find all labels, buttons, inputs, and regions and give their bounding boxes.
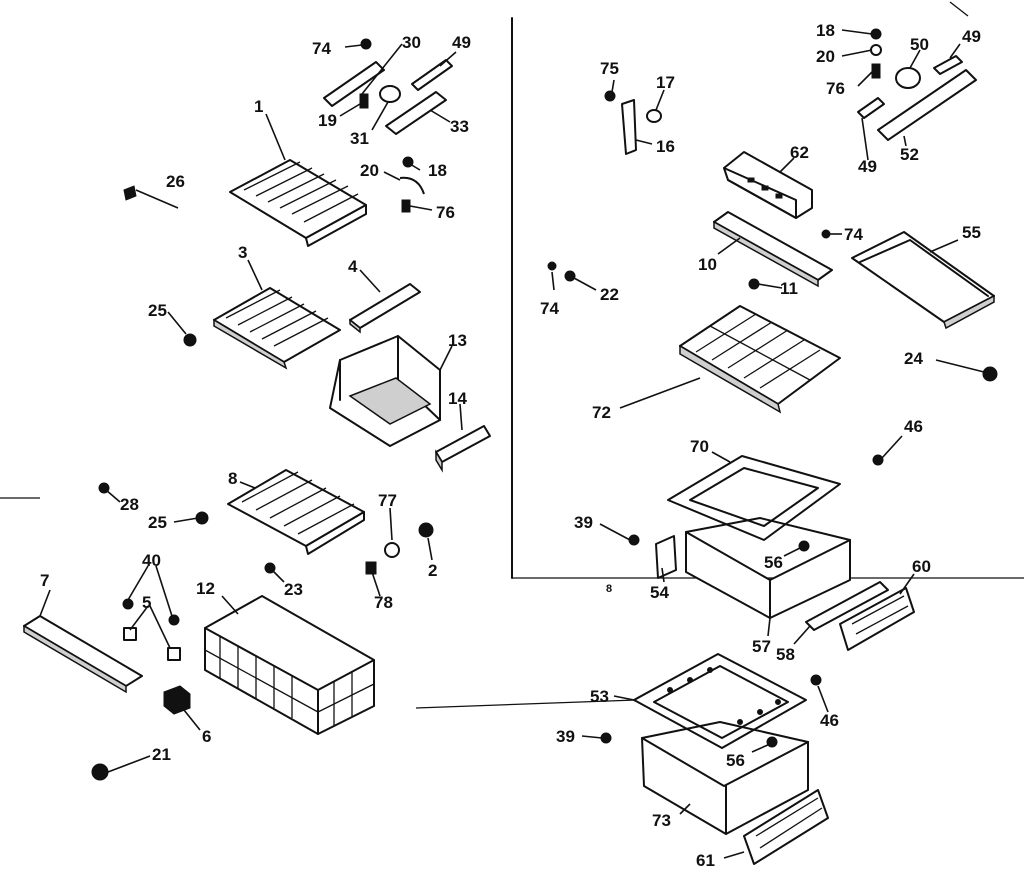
part-7-rail xyxy=(23,615,143,694)
label-60: 60 xyxy=(912,557,931,576)
label-26: 26 xyxy=(166,172,185,191)
label-18b: 18 xyxy=(816,21,835,40)
part-72-wire-shelf xyxy=(679,305,841,414)
label-7: 7 xyxy=(40,571,49,590)
label-18a: 18 xyxy=(428,161,447,180)
label-33: 33 xyxy=(450,117,469,136)
part-6-block xyxy=(163,685,191,715)
part-73-drawer xyxy=(641,721,809,835)
label-14: 14 xyxy=(448,389,467,408)
label-5: 5 xyxy=(142,593,151,612)
leader-lines-right xyxy=(551,29,985,859)
label-39a: 39 xyxy=(574,513,593,532)
label-50: 50 xyxy=(910,35,929,54)
part-8-shelf xyxy=(227,469,365,555)
label-72: 72 xyxy=(592,403,611,422)
label-20a: 20 xyxy=(360,161,379,180)
label-6: 6 xyxy=(202,727,211,746)
part-61-handle xyxy=(743,789,829,865)
part-58-handle xyxy=(805,581,889,631)
label-49b: 49 xyxy=(962,27,981,46)
label-30: 30 xyxy=(402,33,421,52)
part-16-bracket xyxy=(604,90,662,155)
part-50-bracket xyxy=(895,67,921,89)
label-73: 73 xyxy=(652,811,671,830)
label-20b: 20 xyxy=(816,47,835,66)
label-52: 52 xyxy=(900,145,919,164)
part-55-shelf xyxy=(851,231,995,330)
label-4: 4 xyxy=(348,257,358,276)
label-10: 10 xyxy=(698,255,717,274)
label-1: 1 xyxy=(254,97,263,116)
part-70-frame xyxy=(667,455,841,541)
part-33-bar xyxy=(385,91,447,135)
label-74c: 74 xyxy=(540,299,559,318)
label-74b: 74 xyxy=(844,225,863,244)
label-53: 53 xyxy=(590,687,609,706)
part-53-frame xyxy=(633,653,807,749)
label-76a: 76 xyxy=(436,203,455,222)
label-3: 3 xyxy=(238,243,247,262)
label-56a: 56 xyxy=(764,553,783,572)
label-56b: 56 xyxy=(726,751,745,770)
label-40: 40 xyxy=(142,551,161,570)
part-4-bar xyxy=(349,283,421,334)
label-12: 12 xyxy=(196,579,215,598)
small-hardware-right xyxy=(547,28,998,748)
label-58: 58 xyxy=(776,645,795,664)
label-77: 77 xyxy=(378,491,397,510)
label-25b: 25 xyxy=(148,513,167,532)
label-70: 70 xyxy=(690,437,709,456)
label-22: 22 xyxy=(600,285,619,304)
label-75: 75 xyxy=(600,59,619,78)
label-62: 62 xyxy=(790,143,809,162)
label-13: 13 xyxy=(448,331,467,350)
label-55: 55 xyxy=(962,223,981,242)
label-19: 19 xyxy=(318,111,337,130)
label-8: 8 xyxy=(228,469,237,488)
part-12-basket xyxy=(204,595,375,735)
part-52-bar xyxy=(877,69,977,141)
part-49-bar-left xyxy=(411,59,453,91)
label-61: 61 xyxy=(696,851,715,870)
label-78: 78 xyxy=(374,593,393,612)
part-3-shelf xyxy=(213,287,341,370)
label-76b: 76 xyxy=(826,79,845,98)
part-13-bin xyxy=(329,335,441,447)
small-hardware-left xyxy=(91,38,434,781)
part-labels: 1 3 4 13 14 8 12 7 26 25 28 25 23 74 30 … xyxy=(40,21,981,870)
label-2: 2 xyxy=(428,561,437,580)
label-21: 21 xyxy=(152,745,171,764)
part-10-rail xyxy=(713,211,833,288)
label-31: 31 xyxy=(350,129,369,148)
label-49a: 49 xyxy=(452,33,471,52)
label-16: 16 xyxy=(656,137,675,156)
label-57: 57 xyxy=(752,637,771,656)
leader-lines-left xyxy=(39,43,463,773)
part-1-shelf xyxy=(229,159,367,247)
label-23: 23 xyxy=(284,580,303,599)
label-74a: 74 xyxy=(312,39,331,58)
label-24: 24 xyxy=(904,349,923,368)
label-25a: 25 xyxy=(148,301,167,320)
part-31-knob xyxy=(379,85,401,103)
part-60-handle xyxy=(839,587,915,651)
label-17: 17 xyxy=(656,73,675,92)
label-46a: 46 xyxy=(904,417,923,436)
part-49-bar-right xyxy=(857,55,963,119)
label-28: 28 xyxy=(120,495,139,514)
part-30-bar xyxy=(323,61,385,107)
part-62-tray xyxy=(723,151,813,219)
part-57-drawer xyxy=(655,517,851,619)
label-54: 54 xyxy=(650,583,669,602)
part-14-bar xyxy=(435,425,491,473)
label-8dot: 8 xyxy=(606,583,612,595)
label-49c: 49 xyxy=(858,157,877,176)
label-11: 11 xyxy=(780,279,798,298)
label-39b: 39 xyxy=(556,727,575,746)
label-46b: 46 xyxy=(820,711,839,730)
